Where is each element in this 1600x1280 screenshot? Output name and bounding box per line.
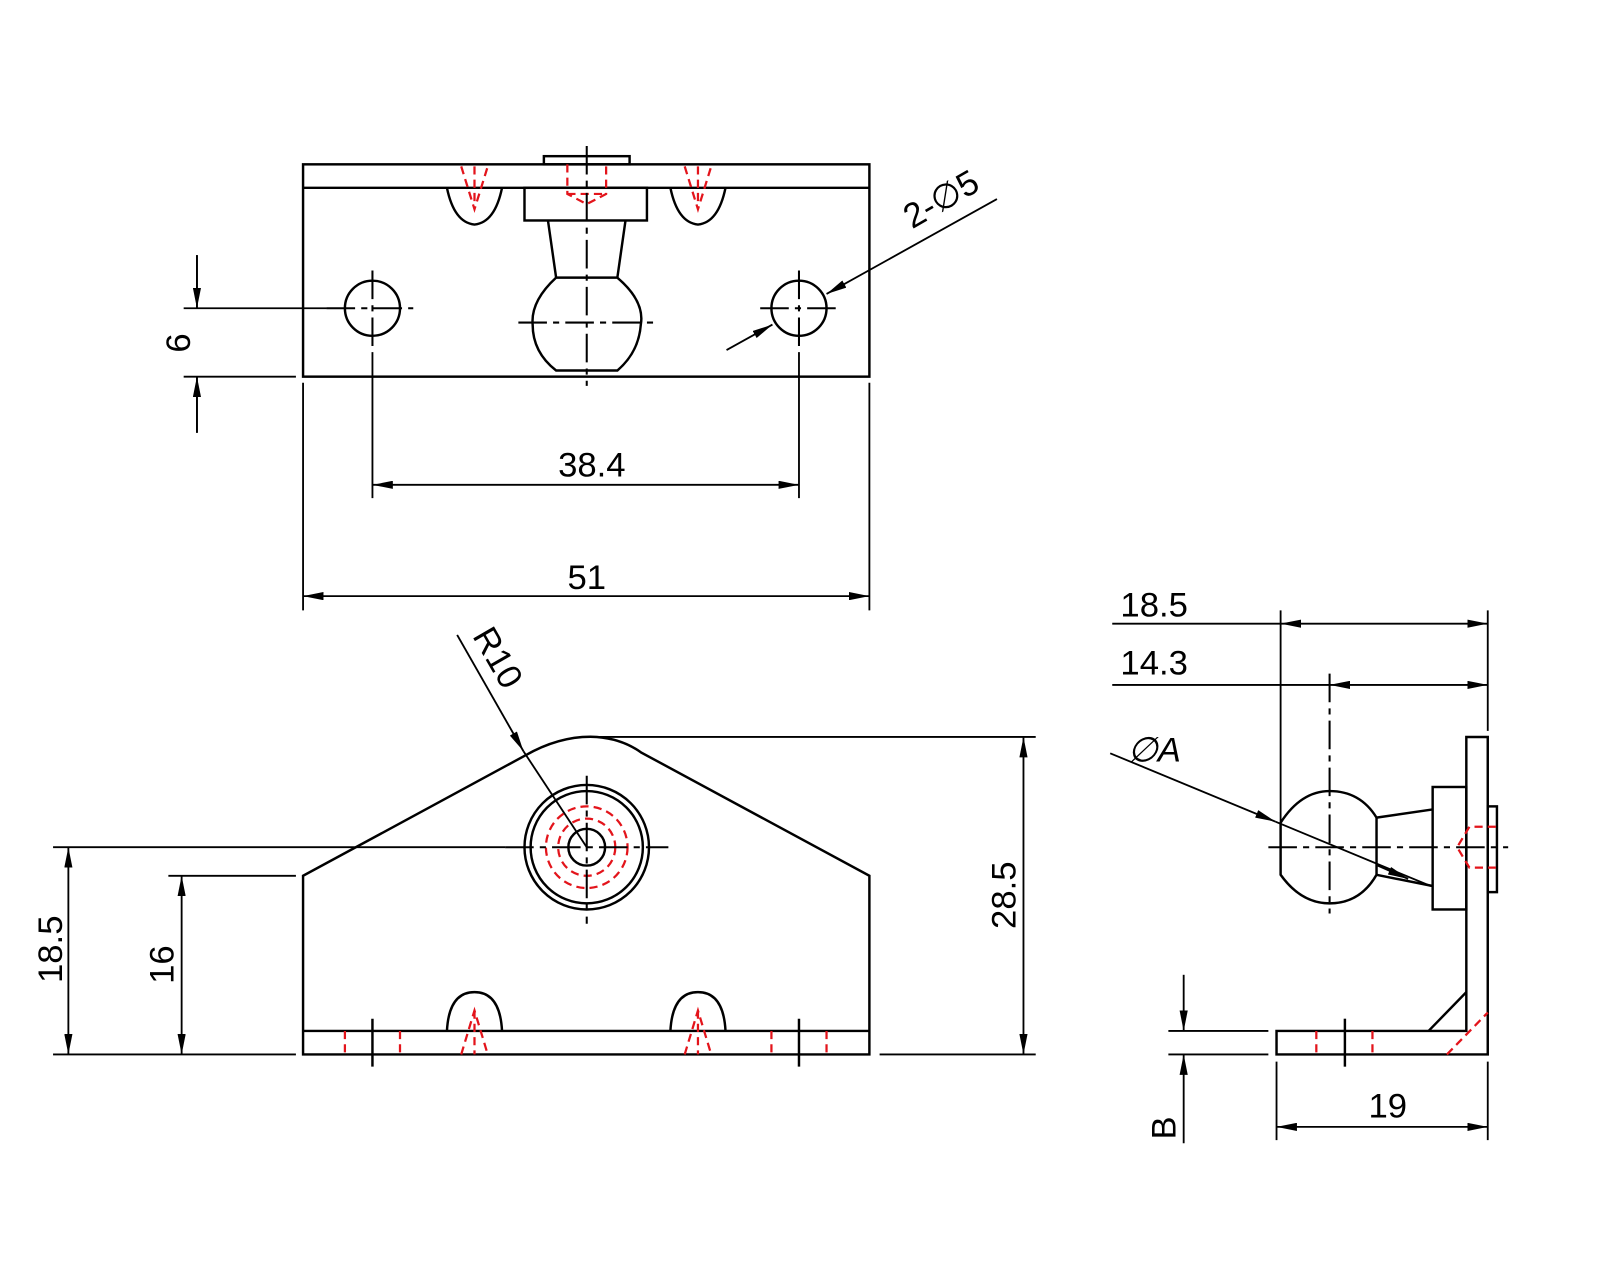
hidden-gusset	[1446, 1011, 1489, 1056]
dim-ball-diameter: ∅A	[1128, 731, 1181, 769]
side-view: 18.5 14.3 ∅A B 19	[1109, 587, 1509, 1144]
side-centerlines	[1268, 673, 1509, 914]
dim-hole-offset: 6	[160, 333, 198, 352]
centerlines	[326, 145, 842, 386]
dim-thickness: B	[1146, 1116, 1184, 1139]
dim-6-lines	[183, 255, 327, 433]
hole-centerlines	[371, 1018, 801, 1067]
hidden-slot-left	[460, 166, 489, 214]
side-hidden-hole	[1315, 1030, 1374, 1055]
dim-38-extension	[371, 352, 800, 499]
dim-b-extension	[1168, 1030, 1269, 1056]
dim-shoulder-height: 16	[143, 945, 181, 984]
side-ball	[1279, 789, 1378, 905]
dim-ball-height: 18.5	[32, 916, 70, 984]
front-view: R10 18.5 16 28.5	[32, 621, 1036, 1067]
dim-radius: R10	[465, 621, 530, 695]
dim-r10-leader	[456, 634, 525, 752]
dim-hole-spacing: 38.4	[558, 447, 626, 485]
dim-r10-leader-2	[522, 750, 588, 848]
dim-holes-leader-2	[726, 323, 773, 351]
hidden-bolt	[1455, 825, 1496, 869]
dim-holes-leader	[826, 198, 998, 295]
side-neck	[1376, 808, 1433, 888]
front-extension-lines	[53, 736, 1036, 1056]
dim-diameter-arrow	[1377, 864, 1409, 880]
dim-overall-depth: 18.5	[1120, 587, 1188, 625]
dim-diameter-leader	[1109, 752, 1276, 823]
dim-base-length: 19	[1368, 1088, 1407, 1126]
front-slot-left	[445, 990, 504, 1032]
hidden-slot-front-left	[460, 1006, 489, 1055]
top-view: 6 38.4 51 2-∅5	[160, 145, 998, 611]
bracket-outline	[1275, 735, 1489, 1056]
dim-diameter-leader-2	[1275, 820, 1431, 887]
hidden-slot-right	[683, 166, 713, 214]
front-slot-right	[669, 990, 727, 1032]
dim-total-height: 28.5	[985, 861, 1023, 929]
slot-left	[445, 187, 504, 226]
dim-width: 51	[567, 559, 606, 597]
dim-51-extension	[302, 382, 871, 611]
hidden-slot-front-right	[683, 1006, 713, 1055]
side-extension-lines	[1112, 610, 1489, 823]
hidden-holes	[343, 1030, 828, 1055]
dim-ball-center: 14.3	[1120, 645, 1188, 683]
ball	[531, 276, 643, 372]
slot-right	[669, 187, 727, 226]
dim-holes: 2-∅5	[897, 163, 986, 236]
gusset	[1427, 991, 1468, 1032]
neck	[546, 220, 627, 278]
side-bolt-head	[1486, 805, 1499, 894]
